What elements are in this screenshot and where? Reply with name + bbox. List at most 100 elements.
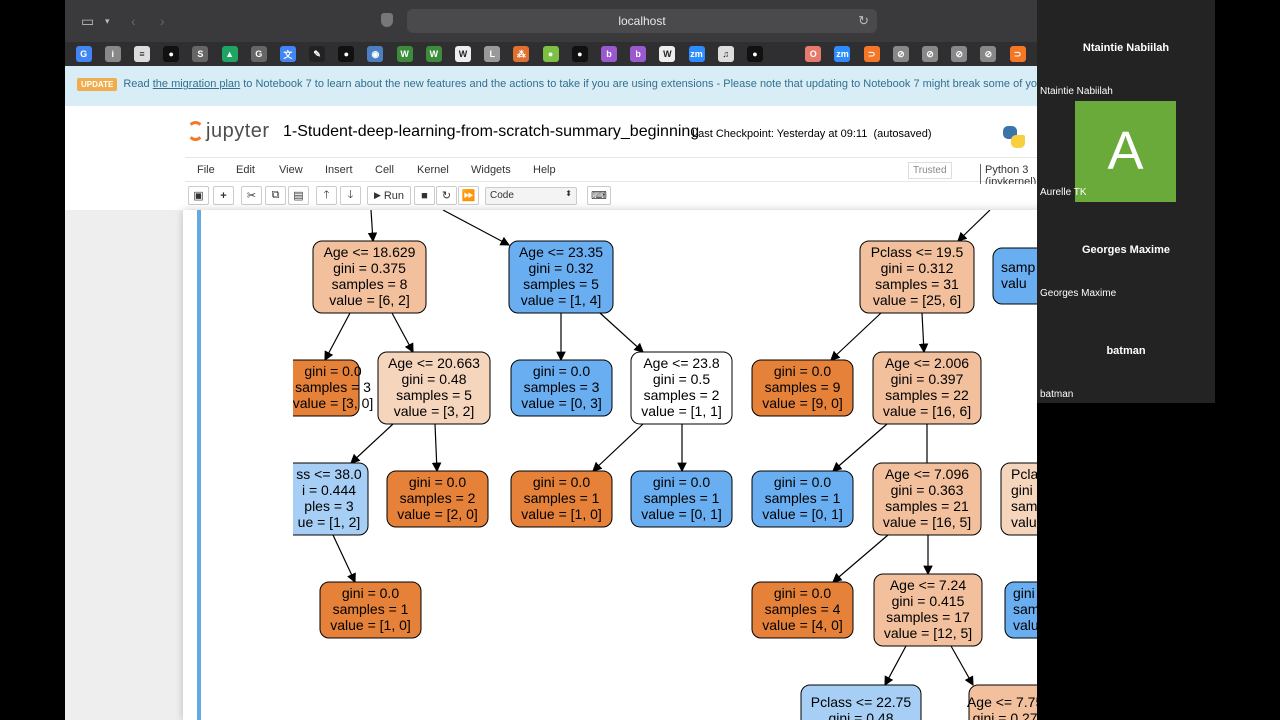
paste-icon[interactable]: ▤ [288, 186, 309, 205]
participant-label: batman [1040, 389, 1074, 400]
add-cell-icon[interactable]: + [213, 186, 234, 205]
menu-file[interactable]: File [197, 164, 215, 176]
back-icon[interactable]: ‹ [131, 13, 136, 29]
tree-node-box [873, 573, 983, 647]
tree-node-box [386, 470, 489, 528]
tree-node-line: i = 0.444 [302, 482, 356, 498]
shield-icon[interactable] [381, 13, 393, 27]
jupyter-logo[interactable]: jupyter [187, 120, 270, 143]
notebook-name[interactable]: 1-Student-deep-learning-from-scratch-sum… [283, 123, 700, 140]
github-icon[interactable]: ● [571, 46, 588, 62]
pen-icon[interactable]: ✎ [309, 46, 326, 62]
wikipedia-icon[interactable]: W [455, 46, 472, 62]
github-icon[interactable]: ● [163, 46, 180, 62]
run-button[interactable]: ▶Run [367, 186, 411, 205]
run-label: Run [383, 189, 405, 202]
banner-text-before: Read [123, 78, 153, 90]
menu-view[interactable]: View [279, 164, 303, 176]
move-down-icon[interactable]: 🡓 [340, 186, 361, 205]
circle-icon[interactable]: ● [542, 46, 559, 62]
restart-icon[interactable]: ↻ [436, 186, 457, 205]
doc-icon[interactable]: ≡ [133, 46, 150, 62]
forward-icon[interactable]: › [160, 13, 165, 29]
python-logo-icon [1003, 126, 1025, 148]
g-icon[interactable]: G [250, 46, 267, 62]
jupyter-icon[interactable]: ⊃ [1009, 46, 1026, 62]
tree-node-line: ss <= 38.0 [296, 466, 362, 482]
menu-insert[interactable]: Insert [325, 164, 353, 176]
tree-node-line: value = [0, 1] [641, 506, 722, 522]
tree-node-line: gini = 0.0 [774, 585, 831, 601]
tree-node-line: Age <= 23.35 [519, 244, 603, 260]
compass-icon[interactable]: ⊘ [951, 46, 968, 62]
drive-icon[interactable]: ▲ [221, 46, 238, 62]
zoom-icon[interactable]: zm [688, 46, 705, 62]
translate-icon[interactable]: 文 [279, 46, 296, 62]
reload-icon[interactable]: ↻ [858, 13, 869, 28]
b-icon[interactable]: b [630, 46, 647, 62]
select-arrows-icon: ⬍ [565, 189, 572, 198]
tree-node-line: gini = 0.397 [891, 371, 964, 387]
wikipedia-icon[interactable]: W [659, 46, 676, 62]
keyboard-icon[interactable]: ⌨ [587, 186, 611, 205]
tree-node-line: value = [1, 1] [641, 403, 722, 419]
tree-node-line: gini = 0.5 [653, 371, 710, 387]
b-icon[interactable]: b [600, 46, 617, 62]
tree-node-line: Age <= 23.8 [643, 355, 720, 371]
fast-forward-icon[interactable]: ⏩ [458, 186, 479, 205]
tree-edge [830, 312, 882, 361]
github-icon[interactable]: ● [746, 46, 763, 62]
chevron-down-icon[interactable]: ▾ [105, 16, 110, 26]
o-icon[interactable]: O [805, 46, 822, 62]
google-icon[interactable]: G [75, 46, 92, 62]
migration-plan-link[interactable]: the migration plan [152, 78, 241, 90]
tree-node-box [751, 581, 854, 639]
avatar[interactable]: A [1075, 101, 1176, 202]
compass-icon[interactable]: ⊘ [922, 46, 939, 62]
tree-node-line: value = [3, 2] [394, 403, 475, 419]
jupyter-icon[interactable]: ⊃ [863, 46, 880, 62]
trusted-indicator[interactable]: Trusted [908, 162, 952, 179]
globe-icon[interactable]: ◉ [367, 46, 384, 62]
info-icon[interactable]: i [104, 46, 121, 62]
dots-icon[interactable]: ⁂ [513, 46, 530, 62]
tree-edge [832, 534, 889, 583]
jupyter-logo-text: jupyter [206, 120, 270, 142]
notebook-toolbar: ▣ + ✂ ⧉ ▤ 🡑 🡓 ▶Run ■ ↻ ⏩ Code ⬍ ⌨ [185, 184, 1037, 208]
participant-name: Georges Maxime [1081, 244, 1171, 256]
github-icon[interactable]: ● [338, 46, 355, 62]
zoom-icon[interactable]: zm [834, 46, 851, 62]
stop-icon[interactable]: ■ [414, 186, 435, 205]
compass-icon[interactable]: ⊘ [892, 46, 909, 62]
l-icon[interactable]: L [484, 46, 501, 62]
menu-widgets[interactable]: Widgets [471, 164, 511, 176]
compass-icon[interactable]: ⊘ [980, 46, 997, 62]
tree-node-box [377, 351, 491, 425]
address-bar[interactable]: localhost ↻ [407, 9, 877, 33]
tree-node-line: samples = 3 [524, 379, 600, 395]
w-icon[interactable]: W [425, 46, 442, 62]
music-icon[interactable]: ♫ [717, 46, 734, 62]
copy-icon[interactable]: ⧉ [265, 186, 286, 205]
cell-type-select[interactable]: Code ⬍ [485, 187, 577, 205]
sidebar-toggle-icon[interactable]: ▭ [81, 13, 95, 29]
tree-node-box [319, 581, 422, 639]
move-up-icon[interactable]: 🡑 [316, 186, 337, 205]
s-icon[interactable]: S [192, 46, 209, 62]
menu-kernel[interactable]: Kernel [417, 164, 449, 176]
tree-node: gini = 0.samples =value = [0 [1004, 581, 1037, 639]
menu-cell[interactable]: Cell [375, 164, 394, 176]
menu-edit[interactable]: Edit [236, 164, 255, 176]
w-icon[interactable]: W [396, 46, 413, 62]
menu-help[interactable]: Help [533, 164, 556, 176]
save-icon[interactable]: ▣ [188, 186, 209, 205]
cut-icon[interactable]: ✂ [241, 186, 262, 205]
gap-icon[interactable] [776, 46, 793, 62]
